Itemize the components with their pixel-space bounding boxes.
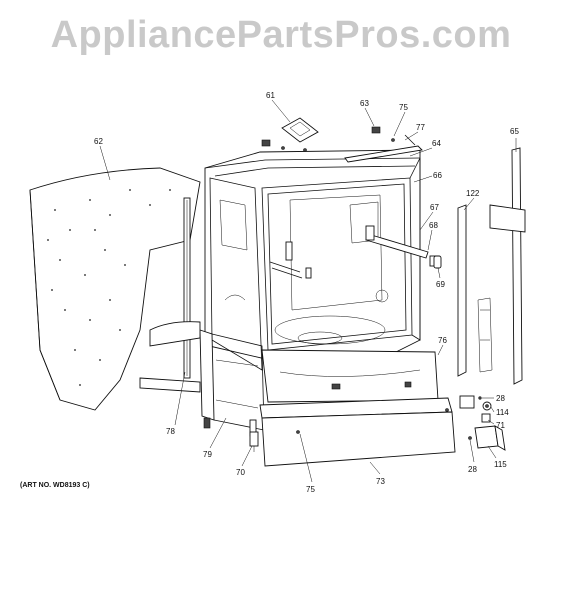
callout-69: 69 [436, 280, 445, 289]
callout-64: 64 [432, 139, 441, 148]
top-strip-64[interactable] [344, 145, 423, 163]
top-bracket-61[interactable] [261, 117, 319, 152]
callout-75: 75 [399, 103, 408, 112]
leveling-leg-70[interactable] [249, 431, 259, 452]
callout-63: 63 [360, 99, 369, 108]
callout-71: 71 [496, 421, 505, 430]
art-number: (ART NO. WD8193 C) [20, 482, 90, 489]
part-69[interactable] [433, 255, 442, 269]
base-frame-79[interactable] [139, 321, 265, 437]
bracket-63[interactable] [371, 126, 416, 146]
leader-lines [99, 99, 517, 483]
tub-assembly[interactable] [204, 149, 421, 371]
callout-28: 28 [496, 394, 505, 403]
hinge-hardware-71[interactable] [459, 395, 492, 423]
side-panel-65[interactable] [477, 147, 526, 385]
callout-70: 70 [236, 468, 245, 477]
callout-76: 76 [438, 336, 447, 345]
callout-68: 68 [429, 221, 438, 230]
insulation-blanket-62[interactable] [29, 167, 201, 411]
watermark: AppliancePartsPros.com [50, 14, 512, 56]
callout-73: 73 [376, 477, 385, 486]
side-rail-78[interactable] [183, 197, 191, 379]
callout-115: 115 [494, 460, 507, 469]
callout-114: 114 [496, 408, 509, 417]
callout-75b: 75 [306, 485, 315, 494]
callout-79: 79 [203, 450, 212, 459]
toe-kick-73[interactable] [259, 397, 456, 467]
front-panel-76[interactable] [261, 349, 439, 403]
callout-66: 66 [433, 171, 442, 180]
callout-labels: 61 63 75 77 64 62 65 66 122 67 68 69 76 … [94, 91, 519, 494]
callout-28b: 28 [468, 465, 477, 474]
callout-78: 78 [166, 427, 175, 436]
door-gasket-122[interactable] [457, 204, 467, 377]
callout-65: 65 [510, 127, 519, 136]
part-115[interactable] [468, 425, 506, 451]
callout-62: 62 [94, 137, 103, 146]
callout-61: 61 [266, 91, 275, 100]
callout-67: 67 [430, 203, 439, 212]
callout-77: 77 [416, 123, 425, 132]
callout-122: 122 [466, 189, 480, 198]
arm-67-68[interactable] [365, 225, 437, 267]
